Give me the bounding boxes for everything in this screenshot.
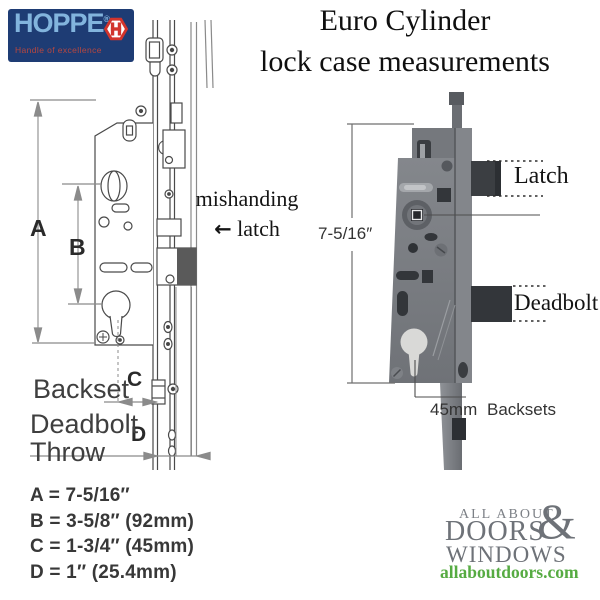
photo-cylinder-hole <box>400 328 428 377</box>
lock-case-outline <box>94 105 153 346</box>
dim-label-a: A <box>30 215 47 241</box>
photo-backsets-label: Backsets <box>487 400 556 419</box>
deadbolt-shape <box>156 247 197 286</box>
photo-rod <box>452 96 462 134</box>
hoppe-logo: HOPPE® Handle of excellence <box>8 8 134 62</box>
legend-item-d: D = 1″ (25.4mm) <box>30 561 177 583</box>
multipoint-lock-drawing <box>94 19 214 470</box>
footer-logo-ampersand: & <box>537 493 576 549</box>
footer-logo-line-2: DOORS <box>445 516 545 547</box>
photo-deadbolt-label: Deadbolt <box>514 290 599 315</box>
dim-a-line <box>30 99 96 344</box>
legend-item-c: C = 1-3/4″ (45mm) <box>30 536 195 557</box>
photo-spindle-hub <box>402 200 432 230</box>
photo-height-label: 7-5/16″ <box>318 224 373 243</box>
left-arrow-icon: ← <box>214 217 232 241</box>
legend-item-a: A = 7-5/16″ <box>30 485 130 506</box>
page-title: Euro Cylinder lock case measurements <box>215 0 595 82</box>
legend-item-b: B = 3-5/8″ (92mm) <box>30 510 195 532</box>
dim-b-line <box>62 183 102 305</box>
hoppe-tagline: Handle of excellence <box>15 45 102 55</box>
hoppe-wordmark: HOPPE® <box>14 8 111 38</box>
photo-deadbolt <box>471 286 512 322</box>
mishandling-text-2: ← latch <box>214 216 280 241</box>
dim-c-backset-line <box>104 320 159 407</box>
measurement-legend: A = 7-5/16″ B = 3-5/8″ (92mm) C = 1-3/4″… <box>30 483 194 585</box>
title-line-1: Euro Cylinder <box>319 4 491 37</box>
deadbolt-pointer-lines <box>513 285 549 322</box>
dim-label-d: D <box>131 423 147 446</box>
faceplate-screws-top <box>166 44 178 76</box>
registered-mark: ® <box>103 14 111 24</box>
deadbolt-throw-label: Deadbolt Throw <box>30 409 139 467</box>
dim-d-deadbolt-throw-line <box>30 287 211 461</box>
dimension-lines <box>30 99 211 461</box>
backset-label: Backset <box>33 374 130 404</box>
top-roller-cam <box>145 37 164 77</box>
photo-annotations <box>347 123 549 398</box>
photo-latch-label: Latch <box>514 163 569 189</box>
title-line-2: lock case measurements <box>260 45 550 78</box>
photo-lower-strip <box>440 383 462 470</box>
mishandling-latch-callout: mishanding ← latch <box>188 184 306 244</box>
hoppe-hexagon-icon <box>103 17 129 41</box>
euro-cylinder-hole <box>101 290 131 338</box>
dim-label-b: B <box>69 234 86 260</box>
photo-faceplate-strip <box>455 128 472 383</box>
footer-logo-line-3: WINDOWS <box>446 542 567 567</box>
footer-logo-url: allaboutdoors.com <box>440 562 579 582</box>
backset-45mm-line <box>414 360 466 398</box>
latch-keeper-block <box>158 129 186 169</box>
lock-photo <box>389 92 512 470</box>
height-dim-line <box>347 123 414 384</box>
dim-label-c: C <box>127 368 143 391</box>
mishandling-latch-shape <box>156 218 182 237</box>
footer-logo-line-1: ALL ABOUT <box>459 507 555 522</box>
photo-45mm-label: 45mm <box>430 400 478 419</box>
mishandling-text: mishanding <box>195 186 299 211</box>
rail-connector <box>170 102 183 124</box>
